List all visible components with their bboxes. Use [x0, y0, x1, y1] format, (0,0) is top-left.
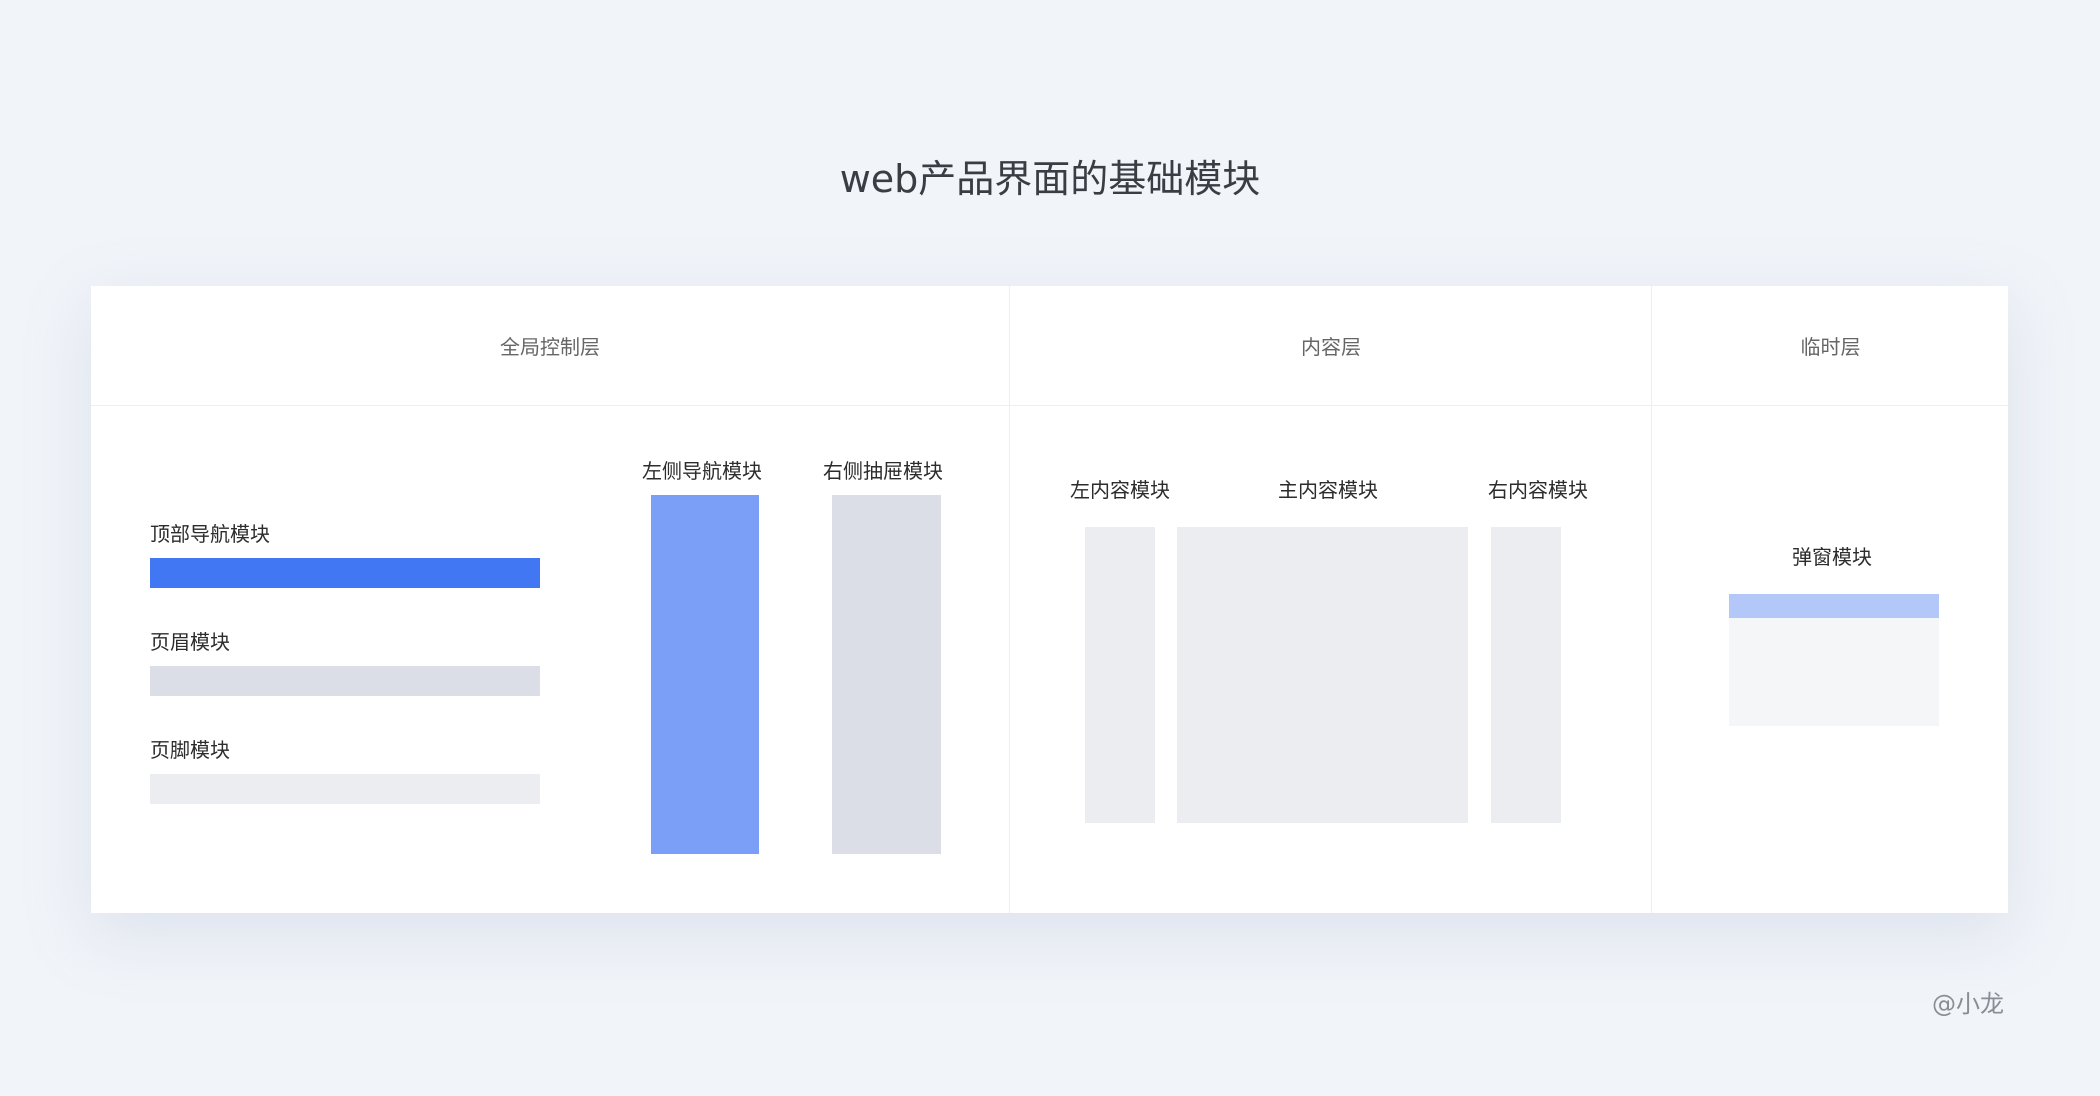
right-content-module-block	[1491, 527, 1561, 823]
page-title: web产品界面的基础模块	[839, 157, 1261, 201]
module-label-right-drawer: 右侧抽屉模块	[823, 459, 943, 483]
main-content-module-block	[1177, 527, 1468, 823]
layer-temporary: 临时层 弹窗模块	[1651, 286, 2009, 913]
module-label-left-nav: 左侧导航模块	[642, 459, 762, 483]
footer-module-block	[150, 774, 540, 804]
top-nav-module-block	[150, 558, 540, 588]
left-content-module-block	[1085, 527, 1155, 823]
module-label-left-content: 左内容模块	[1070, 478, 1170, 502]
modal-body-block	[1729, 618, 1939, 726]
module-label-modal: 弹窗模块	[1792, 545, 1872, 569]
header-module-block	[150, 666, 540, 696]
layers-card: 全局控制层 顶部导航模块 页眉模块 页脚模块 左侧导航模块 右侧抽屉模块 内容层…	[91, 286, 2009, 913]
layer-header: 内容层	[1010, 286, 1652, 406]
layer-header: 全局控制层	[91, 286, 1009, 406]
layer-content: 内容层 左内容模块 主内容模块 右内容模块	[1009, 286, 1652, 913]
modal-header-block	[1729, 594, 1939, 618]
layer-header: 临时层	[1652, 286, 2009, 406]
left-nav-module-block	[651, 495, 759, 854]
module-label-main-content: 主内容模块	[1278, 478, 1378, 502]
module-label-right-content: 右内容模块	[1488, 478, 1588, 502]
author-watermark: @小龙	[1932, 990, 2004, 1018]
module-label-header: 页眉模块	[150, 630, 230, 654]
module-label-footer: 页脚模块	[150, 738, 230, 762]
layer-global-control: 全局控制层 顶部导航模块 页眉模块 页脚模块 左侧导航模块 右侧抽屉模块	[91, 286, 1009, 913]
module-label-top-nav: 顶部导航模块	[150, 522, 270, 546]
right-drawer-module-block	[832, 495, 941, 854]
